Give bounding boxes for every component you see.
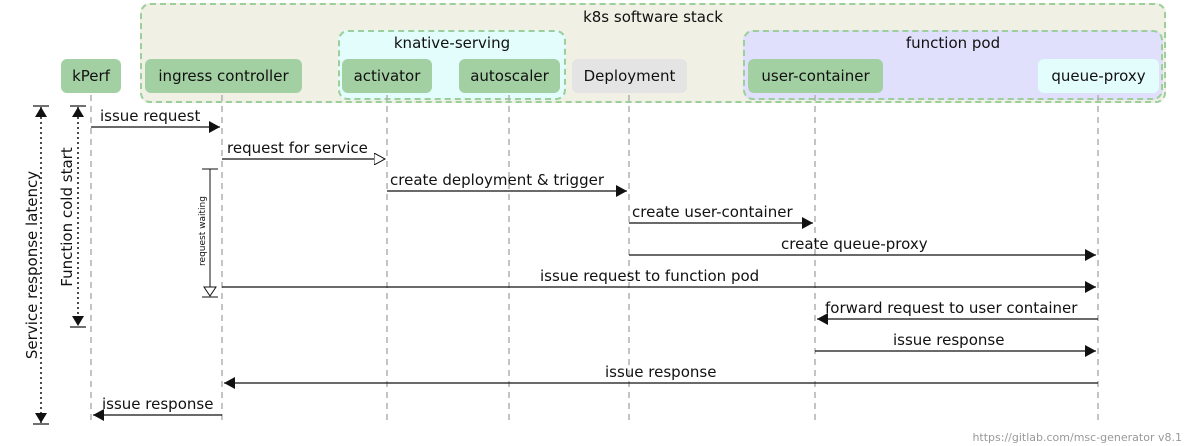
entity-deployment: Deployment: [572, 59, 687, 93]
label-create-deployment: create deployment & trigger: [390, 171, 605, 189]
latency-span-label: Service response latency: [23, 171, 41, 359]
latency-span: [33, 105, 49, 425]
label-issue-request-to-pod: issue request to function pod: [540, 267, 759, 285]
entity-ingress-controller: ingress controller: [145, 59, 302, 93]
lifelines: [90, 95, 1099, 425]
cold-start-span-label: Function cold start: [58, 147, 76, 287]
label-request-for-service: request for service: [227, 139, 368, 157]
label-issue-response-ingress: issue response: [605, 363, 716, 381]
entity-kperf: kPerf: [61, 59, 121, 93]
label-create-user-container: create user-container: [632, 203, 793, 221]
label-forward-request: forward request to user container: [825, 299, 1078, 317]
entity-user-container: user-container: [748, 59, 883, 93]
entity-activator: activator: [342, 59, 432, 93]
request-waiting-span: [202, 168, 218, 298]
knative-serving-title: knative-serving: [393, 34, 511, 52]
entity-queue-proxy: queue-proxy: [1038, 59, 1159, 93]
label-issue-request: issue request: [100, 107, 200, 125]
label-create-queue-proxy: create queue-proxy: [781, 235, 928, 253]
credit-text: https://gitlab.com/msc-generator v8.1: [972, 431, 1182, 444]
request-waiting-label: request waiting: [198, 196, 208, 266]
entity-autoscaler: autoscaler: [459, 59, 560, 93]
label-issue-response-pod: issue response: [893, 331, 1004, 349]
function-pod-title: function pod: [905, 34, 1001, 52]
cold-start-span: [70, 105, 86, 328]
k8s-stack-title: k8s software stack: [583, 8, 723, 26]
label-issue-response-kperf: issue response: [102, 395, 213, 413]
